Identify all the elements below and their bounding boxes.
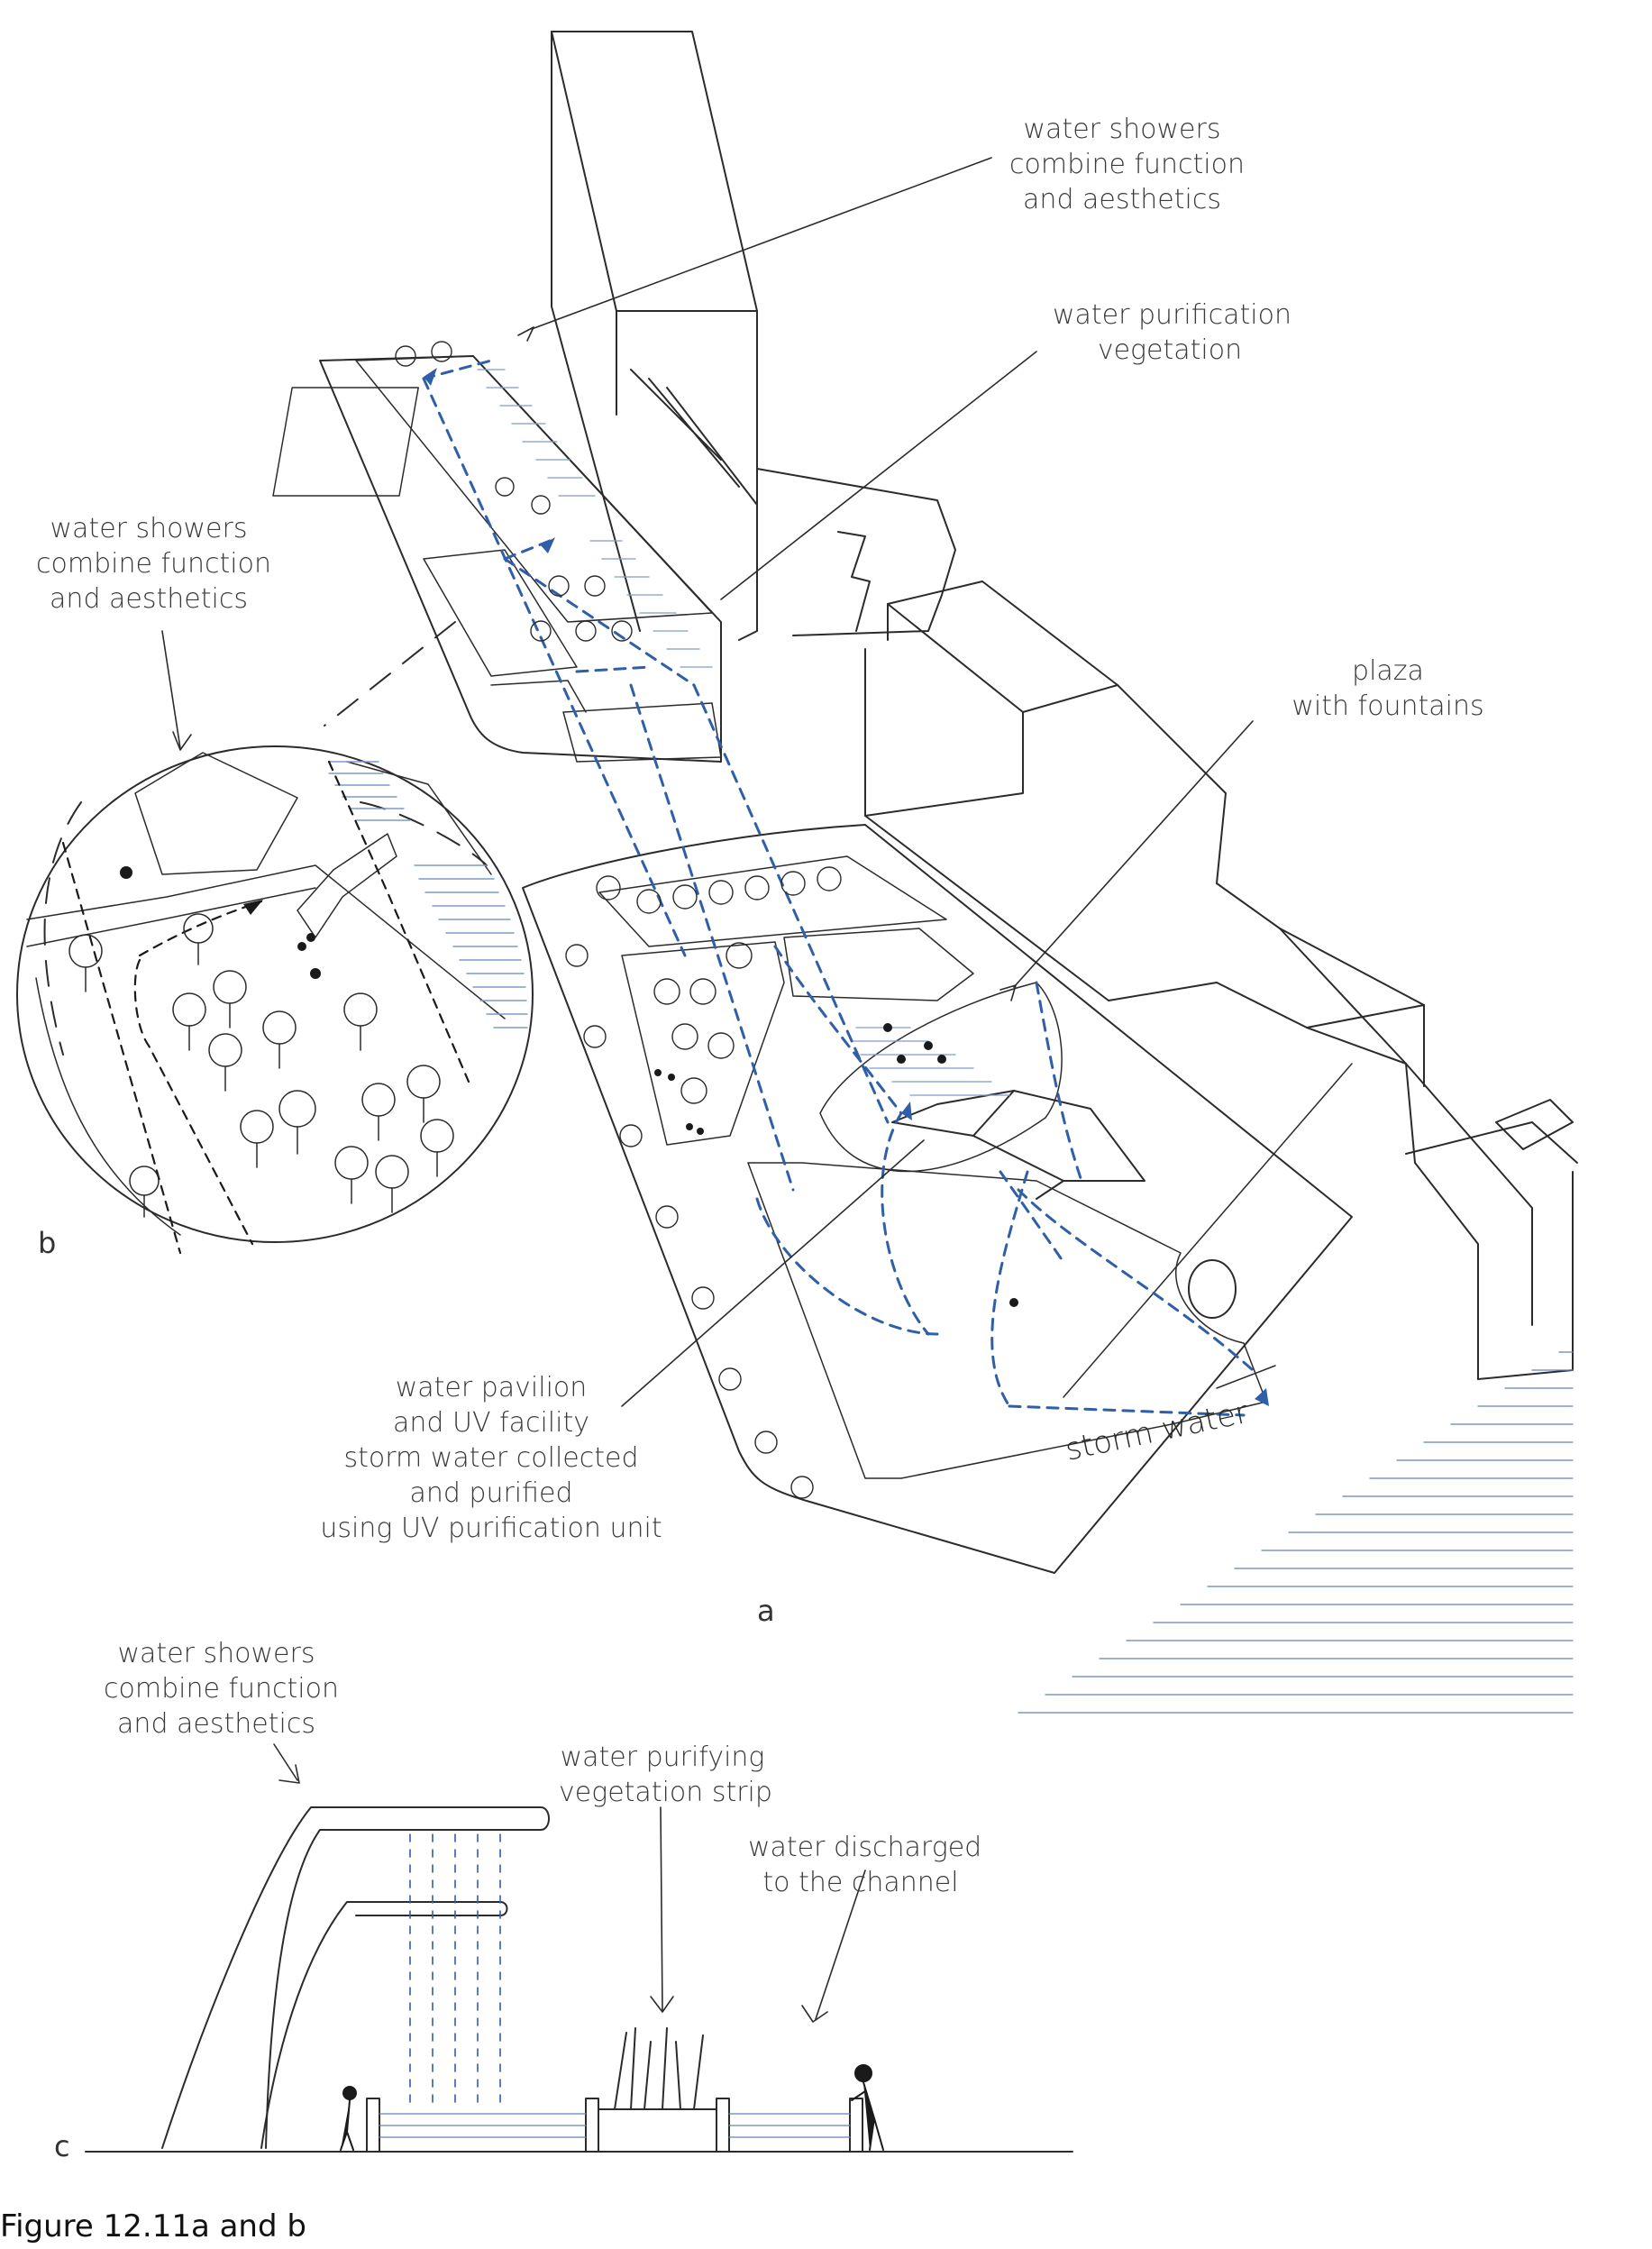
panel-letter-b: b (38, 1226, 57, 1260)
section-shower-water (409, 1833, 501, 2106)
slab-building (756, 468, 956, 636)
leader-lines (161, 157, 1254, 2020)
label-showers-top: water showers combine function and aesth… (1009, 114, 1246, 215)
tower-building (551, 31, 758, 641)
plaza-water-hatch (851, 1027, 1010, 1096)
label-discharged: water discharged to the channel (748, 1832, 982, 1898)
channel-water-hatch (1018, 1351, 1574, 1714)
long-building (864, 581, 1578, 1380)
panel-letter-c: c (54, 2129, 70, 2163)
panel-b-water-hatch (328, 761, 528, 1029)
section-drawing (85, 1806, 1073, 2153)
label-showers-section: water showers combine function and aesth… (104, 1638, 340, 1740)
panel-letter-a: a (757, 1594, 775, 1628)
water-pavilion (891, 1090, 1237, 1319)
label-showers-left: water showers combine function and aesth… (36, 513, 272, 615)
label-plaza: plaza with fountains (1291, 655, 1484, 722)
leader-arrowheads (172, 326, 1017, 2023)
label-pavilion: water pavilion and UV facility storm wat… (320, 1372, 662, 1544)
panel-b-trees (68, 913, 454, 1218)
zoom-leader (43, 621, 488, 1056)
flow-arrowheads (424, 368, 1269, 1406)
figure-caption: Figure 12.11a and b (0, 2208, 306, 2244)
upper-park-water-hatch (477, 369, 713, 668)
storm-water-flow-path (422, 359, 1255, 1417)
panel-b-flow-path (61, 760, 470, 1255)
label-purifying-strip: water purifying vegetation strip (559, 1742, 772, 1808)
upper-park-parcel (272, 355, 722, 763)
panel-a-trees (395, 341, 842, 1499)
label-purification-vegetation: water purification vegetation (1053, 299, 1291, 366)
section-people (340, 2064, 884, 2151)
storm-water-label: storm water (1063, 1394, 1252, 1468)
panel-a-people (120, 866, 1018, 1307)
zoom-circle (16, 745, 534, 1243)
lower-park-parcel (522, 824, 1353, 1574)
section-water-hatch (379, 2113, 851, 2138)
